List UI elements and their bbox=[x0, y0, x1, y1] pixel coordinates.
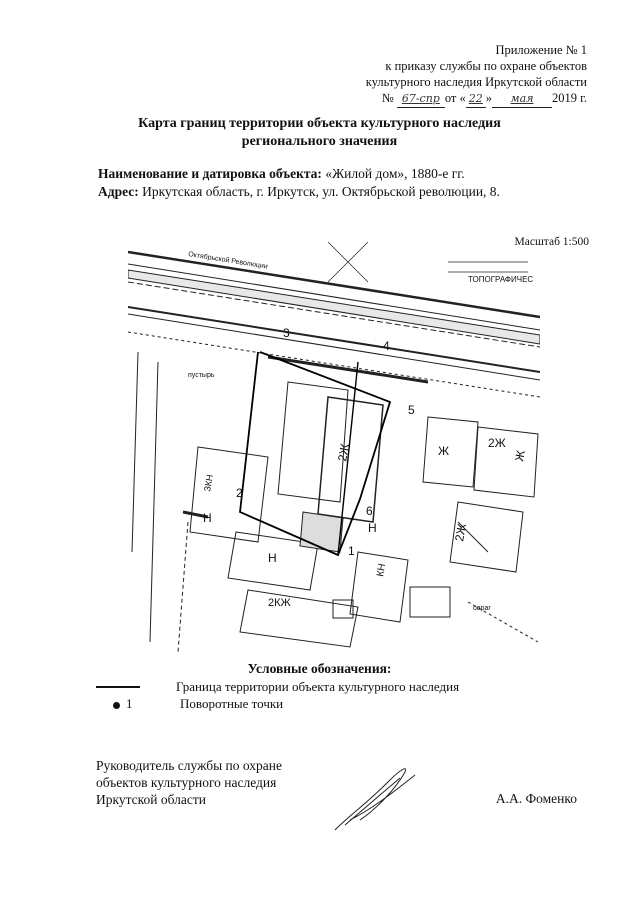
map-label-2zh-main: 2Ж bbox=[335, 443, 352, 463]
appendix-line-2: к приказу службы по охране объектов bbox=[385, 59, 587, 73]
legend-boundary-text: Граница территории объекта культурного н… bbox=[176, 679, 460, 694]
title-line-2: регионального значения bbox=[241, 134, 398, 149]
object-name-value: «Жилой дом», 1880-е гг. bbox=[325, 166, 465, 181]
order-date-prefix: от « bbox=[444, 91, 466, 105]
turn-point-dot-icon bbox=[113, 702, 120, 709]
order-number-prefix: № bbox=[381, 91, 394, 105]
turn-point-1: 1 bbox=[348, 544, 355, 558]
appendix-order-line: № 67-спр от «22» мая 2019 г. bbox=[366, 90, 587, 108]
map-label-2zh-right: 2Ж bbox=[488, 436, 506, 450]
map-scale: Масштаб 1:500 bbox=[514, 236, 589, 248]
map-label-topo: ТОПОГРАФИЧЕС bbox=[468, 275, 533, 284]
turn-point-4: 4 bbox=[383, 339, 390, 353]
signatory-line-2: объектов культурного наследия bbox=[96, 775, 277, 790]
object-name-label: Наименование и датировка объекта: bbox=[98, 166, 322, 181]
legend-point-number: 1 bbox=[126, 696, 133, 711]
map-label-n-c: Н bbox=[368, 521, 377, 535]
order-month-field: мая bbox=[492, 90, 553, 108]
map-label-n-a: Н bbox=[268, 551, 277, 565]
appendix-line-1: Приложение № 1 bbox=[495, 43, 587, 57]
order-number-value: 67-спр bbox=[401, 92, 440, 105]
map-label-zh-a: Ж bbox=[438, 444, 449, 458]
order-month-value: мая bbox=[510, 92, 534, 105]
map-label-kn: КН bbox=[375, 563, 388, 578]
turn-point-5: 5 bbox=[408, 403, 415, 417]
order-day-field: 22 bbox=[465, 90, 486, 108]
object-address-label: Адрес: bbox=[98, 184, 139, 199]
object-name-row: Наименование и датировка объекта: «Жилой… bbox=[98, 166, 465, 182]
map-label-2zh-lower: 2Ж bbox=[452, 523, 469, 543]
signatory-line-1: Руководитель службы по охране bbox=[96, 758, 283, 773]
appendix-header: Приложение № 1 к приказу службы по охран… bbox=[366, 42, 587, 108]
legend-title: Условные обозначения: bbox=[247, 661, 392, 676]
signatory-line-3: Иркутской области bbox=[96, 792, 207, 807]
order-date-mid: » bbox=[485, 91, 493, 105]
map-label-zkn: ЗКН bbox=[202, 474, 215, 493]
object-address-value: Иркутская область, г. Иркутск, ул. Октяб… bbox=[142, 184, 500, 199]
title-line-1: Карта границ территории объекта культурн… bbox=[138, 116, 501, 131]
boundary-map: Октябрьской Революции 3 5 6 1 2 4 2Ж 2Ж … bbox=[128, 241, 540, 652]
order-number-field: 67-спр bbox=[396, 90, 445, 108]
handwritten-signature bbox=[334, 768, 416, 831]
turn-point-6: 6 bbox=[366, 504, 373, 518]
map-label-2kzh: 2КЖ bbox=[268, 597, 291, 609]
turn-point-2: 2 bbox=[236, 486, 243, 500]
boundary-line-symbol bbox=[96, 686, 140, 688]
map-label-pust: пустырь bbox=[188, 372, 215, 379]
map-label-n-b: Н bbox=[203, 511, 212, 525]
appendix-line-3: культурного наследия Иркутской области bbox=[365, 75, 587, 89]
order-day-value: 22 bbox=[468, 92, 483, 105]
legend-points-text: Поворотные точки bbox=[180, 696, 284, 711]
turn-point-3: 3 bbox=[283, 326, 290, 340]
map-label-zh-b: Ж bbox=[512, 449, 528, 462]
order-year: 2019 г. bbox=[552, 91, 587, 105]
object-address-row: Адрес: Иркутская область, г. Иркутск, ул… bbox=[98, 184, 500, 200]
map-label-ovrag: овраг bbox=[473, 605, 491, 612]
signatory-position: Руководитель службы по охране объектов к… bbox=[96, 757, 282, 808]
signatory-name: А.А. Фоменко bbox=[495, 791, 577, 806]
document-title: Карта границ территории объекта культурн… bbox=[0, 115, 639, 151]
